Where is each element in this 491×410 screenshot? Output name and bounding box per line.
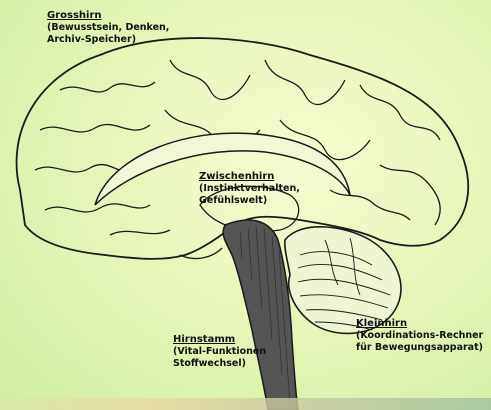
label-kleinhirn-title: Kleinhirn [356,318,483,330]
bottom-image-strip [0,398,491,410]
label-hirnstamm-line-1: (Vital-Funktionen [173,346,266,358]
label-hirnstamm: Hirnstamm (Vital-Funktionen Stoffwechsel… [173,334,266,370]
label-kleinhirn-line-2: für Bewegungsapparat) [356,342,483,354]
label-zwischenhirn-line-2: Gefühlswelt) [199,195,300,207]
label-kleinhirn: Kleinhirn (Koordinations-Rechner für Bew… [356,318,483,354]
temporal-notch [180,248,222,259]
label-hirnstamm-title: Hirnstamm [173,334,266,346]
label-zwischenhirn-title: Zwischenhirn [199,171,300,183]
label-hirnstamm-line-2: Stoffwechsel) [173,358,266,370]
label-grosshirn-line-1: (Bewusstsein, Denken, [47,22,169,34]
label-grosshirn: Grosshirn (Bewusstsein, Denken, Archiv-S… [47,10,169,46]
label-zwischenhirn-line-1: (Instinktverhalten, [199,183,300,195]
label-grosshirn-line-2: Archiv-Speicher) [47,34,169,46]
label-grosshirn-title: Grosshirn [47,10,169,22]
label-kleinhirn-line-1: (Koordinations-Rechner [356,330,483,342]
label-zwischenhirn: Zwischenhirn (Instinktverhalten, Gefühls… [199,171,300,207]
